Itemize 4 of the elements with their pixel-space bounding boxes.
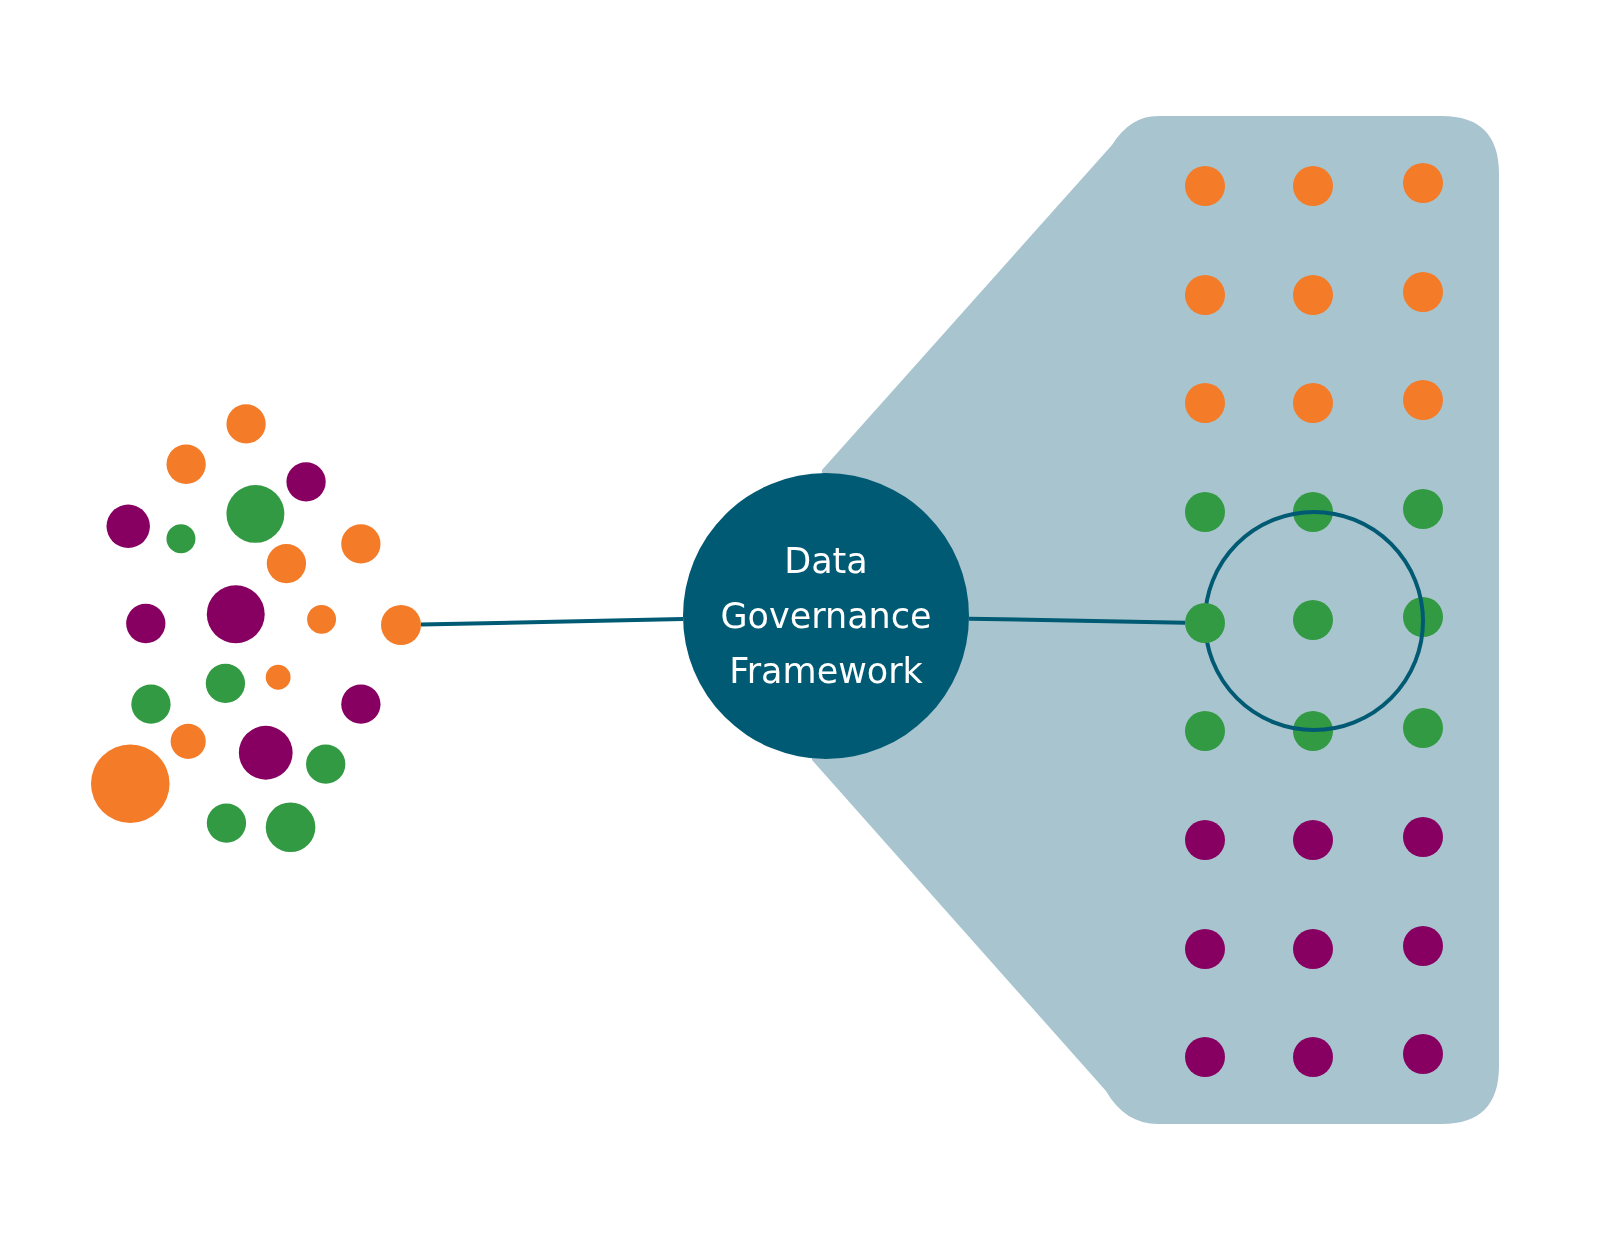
node-label: Data Governance Framework — [719, 539, 933, 693]
connector-line — [420, 617, 684, 627]
connector-line — [968, 616, 1186, 625]
dot — [381, 605, 421, 645]
